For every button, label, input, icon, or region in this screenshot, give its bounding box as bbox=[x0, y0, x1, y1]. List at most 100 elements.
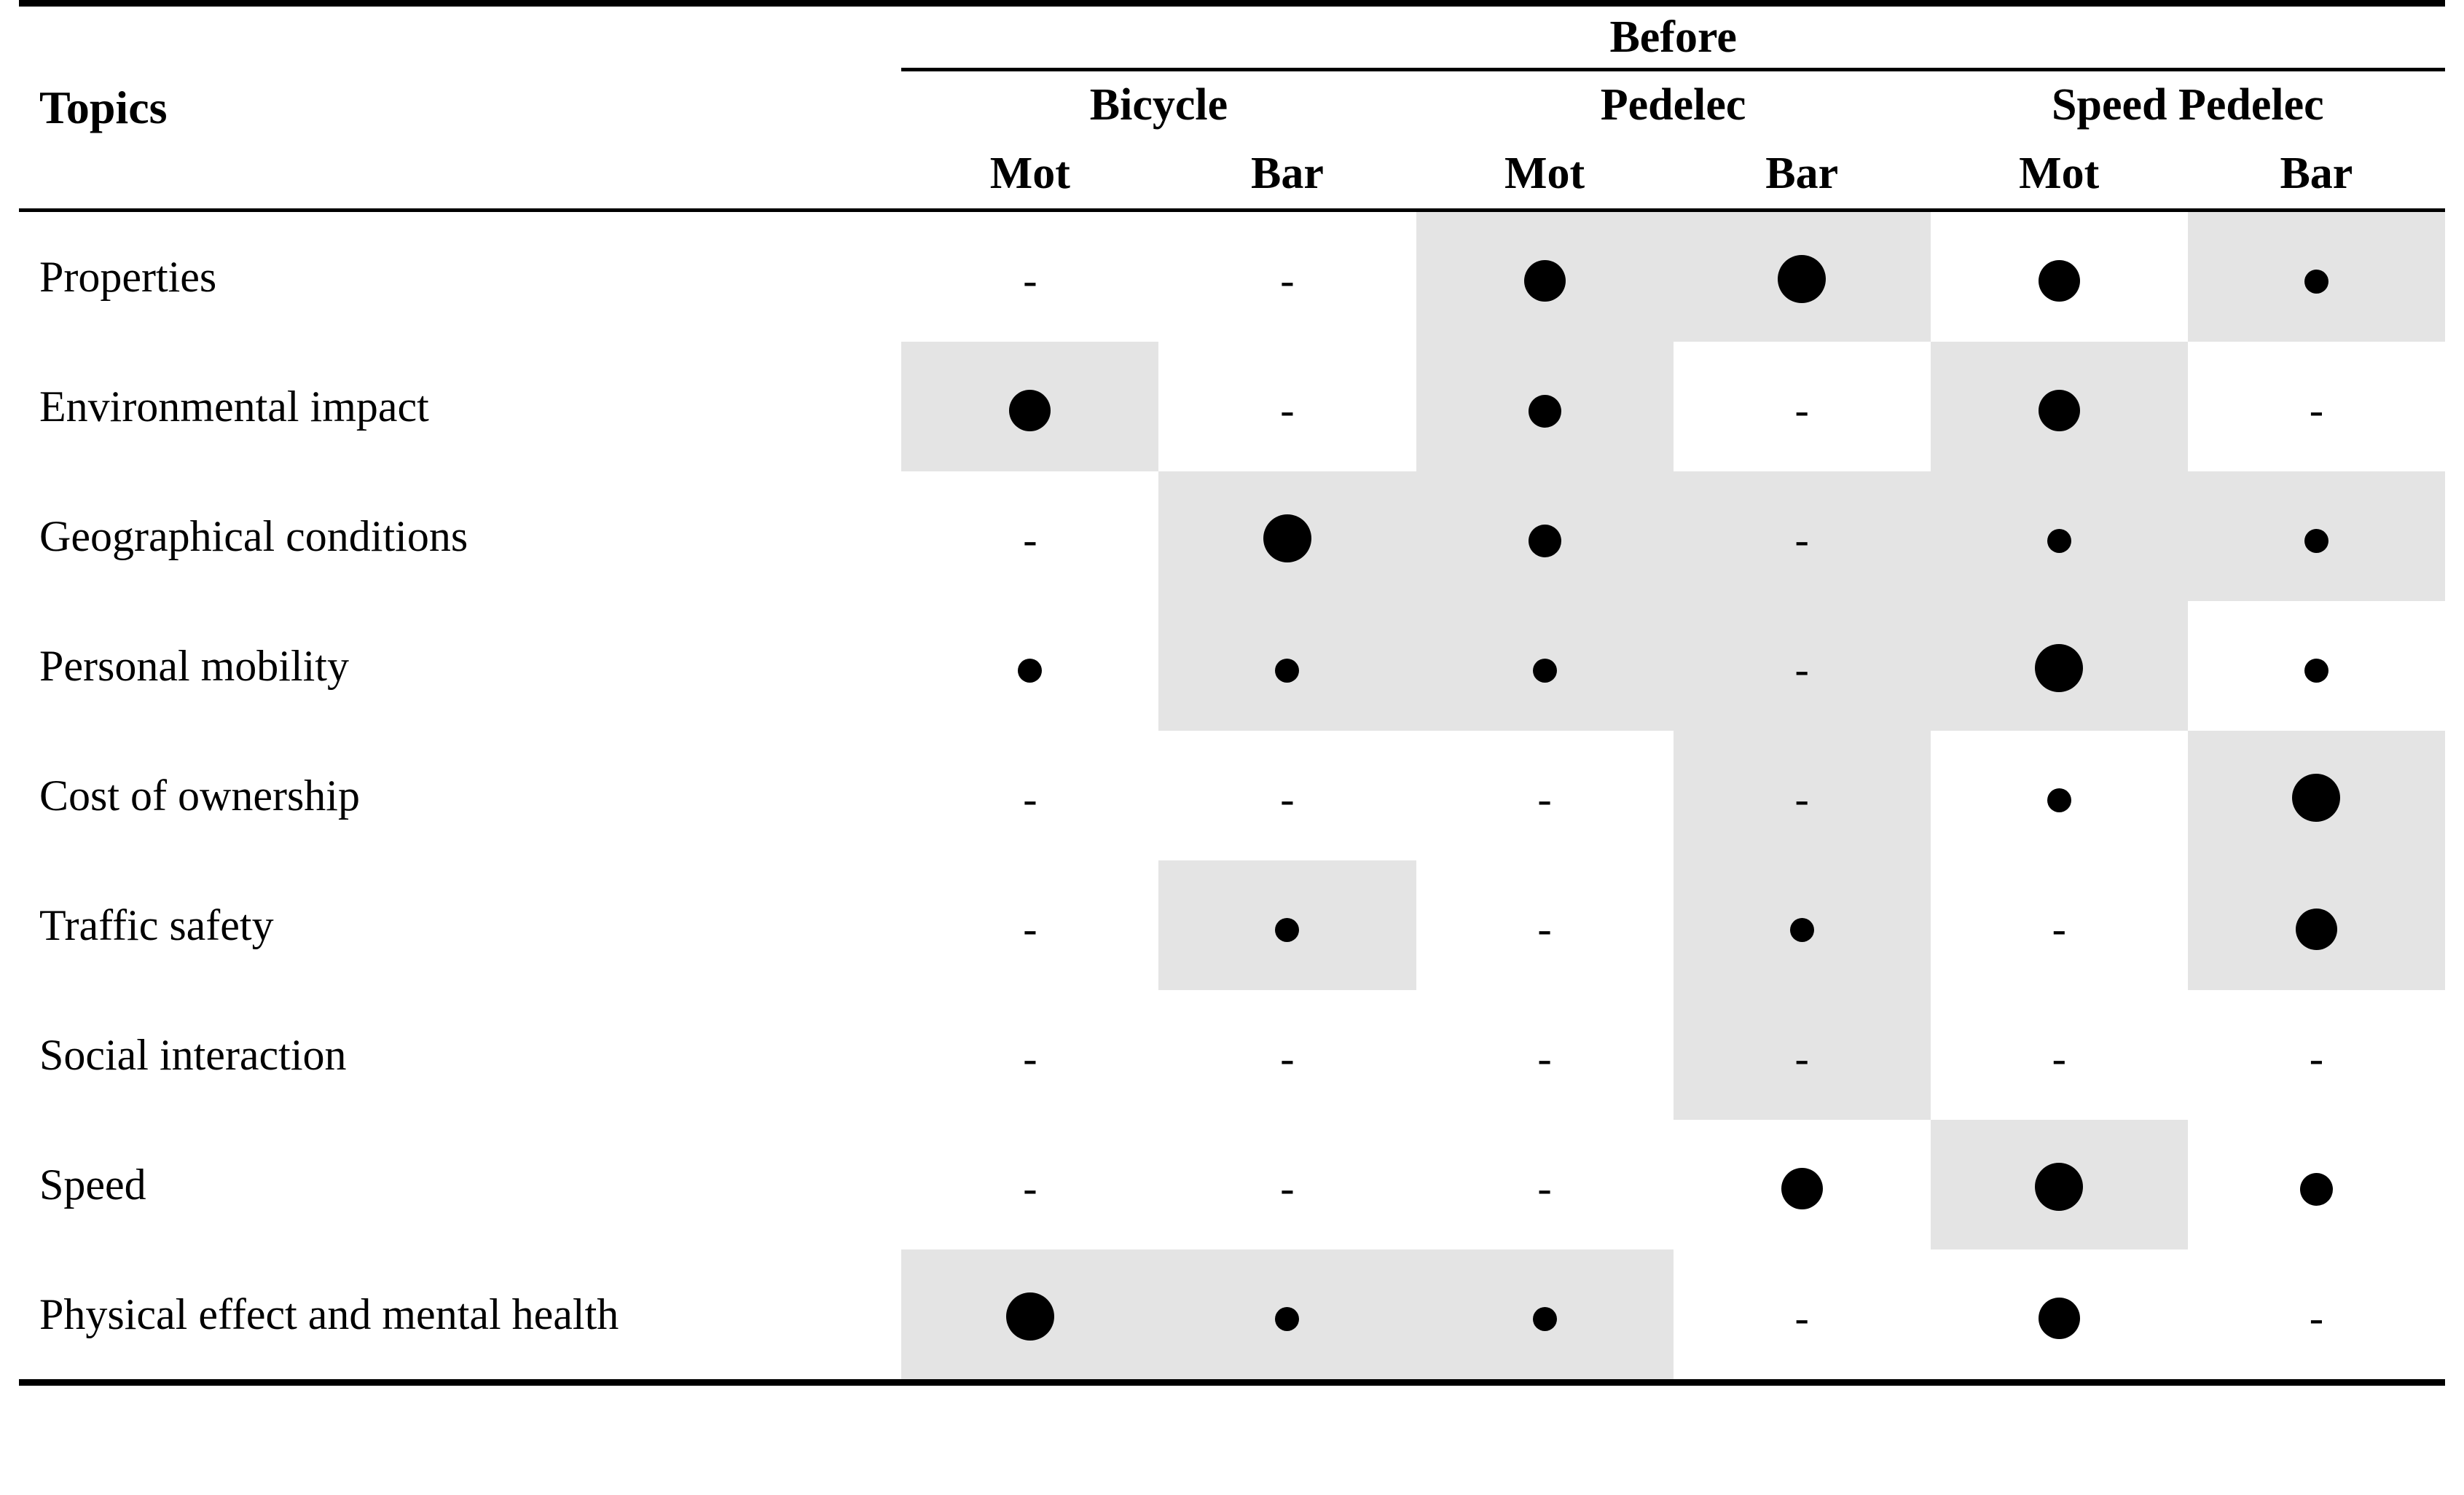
rating-dot-icon bbox=[2038, 390, 2080, 432]
rating-dot-icon bbox=[2295, 909, 2337, 951]
cell-speed-pedelec-mot bbox=[1930, 471, 2188, 601]
cell-speed-pedelec-mot bbox=[1930, 1120, 2188, 1249]
table-row: Social interaction - - - - - - bbox=[19, 990, 2445, 1120]
no-rating-dash: - bbox=[1023, 1035, 1037, 1083]
no-rating-dash: - bbox=[2309, 1294, 2324, 1342]
column-header-topics: Topics bbox=[39, 81, 168, 133]
row-label-physical-effect-and-mental-health: Physical effect and mental health bbox=[39, 1290, 619, 1338]
column-header-group-speed-pedelec: Speed Pedelec bbox=[2052, 80, 2324, 130]
rating-dot-icon bbox=[2038, 1298, 2080, 1340]
cell-pedelec-bar: - bbox=[1673, 731, 1931, 860]
row-label-cost-of-ownership: Cost of ownership bbox=[39, 771, 360, 820]
no-rating-dash: - bbox=[1023, 905, 1037, 953]
rating-dot-icon bbox=[1528, 524, 1561, 557]
cell-pedelec-mot bbox=[1416, 342, 1674, 471]
cell-pedelec-bar: - bbox=[1673, 471, 1931, 601]
cell-pedelec-bar: - bbox=[1674, 342, 1931, 471]
rating-dot-icon bbox=[1275, 1306, 1300, 1331]
comparison-matrix-table: Topics Before Bicycle Pedelec Speed Pede… bbox=[19, 0, 2445, 1386]
cell-bicycle-mot bbox=[901, 601, 1158, 731]
cell-pedelec-mot: - bbox=[1416, 990, 1674, 1120]
cell-speed-pedelec-bar bbox=[2188, 1120, 2445, 1249]
rating-dot-icon bbox=[1532, 658, 1557, 683]
cell-pedelec-bar bbox=[1674, 1120, 1931, 1249]
no-rating-dash: - bbox=[1794, 386, 1809, 434]
rating-dot-icon bbox=[2304, 658, 2328, 683]
cell-speed-pedelec-mot bbox=[1930, 601, 2188, 731]
rating-dot-icon bbox=[2035, 644, 2084, 693]
cell-speed-pedelec-bar bbox=[2187, 471, 2445, 601]
no-rating-dash: - bbox=[1023, 1164, 1037, 1212]
rating-dot-icon bbox=[2299, 1172, 2333, 1206]
cell-speed-pedelec-bar bbox=[2187, 860, 2445, 990]
no-rating-dash: - bbox=[1537, 1164, 1552, 1212]
cell-pedelec-bar bbox=[1673, 210, 1931, 342]
cell-pedelec-mot bbox=[1416, 601, 1674, 731]
cell-bicycle-mot: - bbox=[901, 990, 1158, 1120]
no-rating-dash: - bbox=[1280, 256, 1295, 305]
rating-dot-icon bbox=[2304, 269, 2328, 294]
no-rating-dash: - bbox=[2052, 1035, 2066, 1083]
cell-bicycle-bar bbox=[1158, 1249, 1416, 1383]
no-rating-dash: - bbox=[1537, 1035, 1552, 1083]
no-rating-dash: - bbox=[1794, 775, 1809, 823]
rating-dot-icon bbox=[1532, 1306, 1557, 1331]
no-rating-dash: - bbox=[1794, 516, 1809, 564]
cell-pedelec-mot: - bbox=[1416, 1120, 1674, 1249]
cell-bicycle-bar: - bbox=[1158, 731, 1416, 860]
cell-speed-pedelec-bar bbox=[2187, 731, 2445, 860]
header-row-groups: Bicycle Pedelec Speed Pedelec bbox=[19, 70, 2445, 139]
cell-bicycle-bar: - bbox=[1158, 1120, 1416, 1249]
cell-speed-pedelec-mot bbox=[1931, 1249, 2188, 1383]
row-label-personal-mobility: Personal mobility bbox=[39, 641, 349, 690]
cell-pedelec-mot: - bbox=[1416, 731, 1674, 860]
rating-dot-icon bbox=[1523, 260, 1566, 302]
cell-bicycle-bar: - bbox=[1158, 342, 1416, 471]
no-rating-dash: - bbox=[2309, 386, 2324, 434]
cell-bicycle-mot: - bbox=[901, 731, 1158, 860]
no-rating-dash: - bbox=[2309, 1035, 2324, 1083]
column-header-speed-pedelec-bar: Bar bbox=[2280, 149, 2353, 198]
table-row: Traffic safety--- bbox=[19, 860, 2445, 990]
cell-bicycle-mot: - bbox=[901, 860, 1158, 990]
cell-bicycle-bar bbox=[1158, 471, 1416, 601]
table-head: Topics Before Bicycle Pedelec Speed Pede… bbox=[19, 3, 2445, 211]
row-label-properties: Properties bbox=[39, 252, 217, 301]
cell-pedelec-mot bbox=[1416, 1249, 1674, 1383]
cell-speed-pedelec-bar: - bbox=[2188, 990, 2445, 1120]
cell-speed-pedelec-bar bbox=[2188, 601, 2445, 731]
header-row-supergroup: Topics Before bbox=[19, 3, 2445, 130]
no-rating-dash: - bbox=[1280, 1164, 1295, 1212]
rating-dot-icon bbox=[2047, 788, 2071, 812]
cell-pedelec-bar bbox=[1673, 860, 1931, 990]
rating-dot-icon bbox=[1275, 658, 1300, 683]
rating-dot-icon bbox=[1005, 1292, 1054, 1341]
row-label-social-interaction: Social interaction bbox=[39, 1030, 347, 1079]
cell-bicycle-mot: - bbox=[901, 211, 1158, 342]
cell-pedelec-mot: - bbox=[1416, 860, 1674, 990]
column-header-bicycle-bar: Bar bbox=[1251, 149, 1324, 198]
rating-dot-icon bbox=[2292, 774, 2341, 823]
cell-bicycle-bar bbox=[1158, 601, 1416, 731]
cell-pedelec-bar: - bbox=[1674, 1249, 1931, 1383]
column-header-bicycle-mot: Mot bbox=[989, 149, 1070, 198]
column-header-group-bicycle: Bicycle bbox=[1089, 80, 1228, 130]
cell-bicycle-bar: - bbox=[1158, 990, 1416, 1120]
cell-bicycle-mot bbox=[901, 342, 1159, 471]
no-rating-dash: - bbox=[1023, 516, 1037, 564]
row-label-geographical-conditions: Geographical conditions bbox=[39, 511, 468, 560]
rating-dot-icon bbox=[2035, 1163, 2084, 1212]
table-row: Geographical conditions - - bbox=[19, 471, 2445, 601]
cell-pedelec-bar: - bbox=[1673, 601, 1931, 731]
rating-dot-icon bbox=[2038, 260, 2080, 302]
rating-dot-icon bbox=[1018, 658, 1043, 683]
cell-pedelec-bar: - bbox=[1673, 990, 1931, 1120]
table-row: Environmental impact--- bbox=[19, 342, 2445, 471]
rating-dot-icon bbox=[1789, 917, 1814, 942]
table-body: Properties--Environmental impact---Geogr… bbox=[19, 210, 2445, 1383]
cell-speed-pedelec-bar: - bbox=[2188, 1249, 2445, 1383]
rating-dot-icon bbox=[1781, 1168, 1823, 1210]
cell-bicycle-bar bbox=[1158, 860, 1416, 990]
row-label-traffic-safety: Traffic safety bbox=[39, 900, 274, 949]
